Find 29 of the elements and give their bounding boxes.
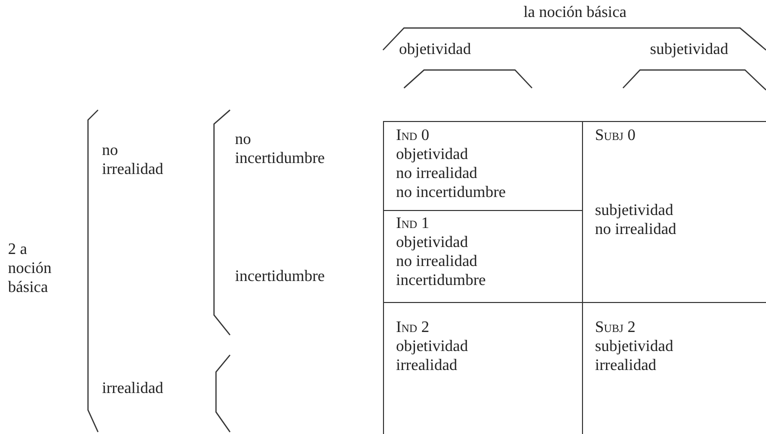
row-heading: no irrealidad [102, 141, 164, 179]
table-cell [383, 210, 583, 303]
cell-text: no irrealidad [595, 220, 678, 239]
cell-heading: Subj 2 [595, 318, 636, 337]
cell-text: no irrealidad [396, 252, 478, 271]
cell-text: incertidumbre [396, 271, 487, 290]
table-cell [383, 302, 583, 434]
cell-heading: Ind 1 [396, 214, 430, 233]
cell-heading: Subj 0 [595, 126, 636, 145]
cell-text: no incertidumbre [396, 183, 507, 202]
cell-text: no irrealidad [396, 164, 478, 183]
cell-text: irrealidad [595, 356, 658, 375]
row-heading: 2 a noción básica [8, 240, 53, 297]
cell-heading: Ind 0 [396, 126, 430, 145]
cell-text: subjetividad [595, 201, 674, 220]
row-heading: incertidumbre [235, 267, 326, 286]
column-heading: la noción básica [522, 3, 628, 22]
row-heading: no incertidumbre [235, 130, 326, 168]
cell-text: subjetividad [595, 337, 674, 356]
cell-text: objetividad [396, 337, 469, 356]
cell-text: objetividad [396, 233, 469, 252]
table-cell [583, 121, 766, 303]
cell-heading: Ind 2 [396, 318, 430, 337]
row-heading: irrealidad [102, 379, 164, 398]
column-heading: subjetividad [650, 40, 730, 59]
column-heading: objetividad [399, 40, 472, 59]
table-cell [383, 121, 583, 211]
cell-text: objetividad [396, 145, 469, 164]
cell-text: irrealidad [396, 356, 458, 375]
